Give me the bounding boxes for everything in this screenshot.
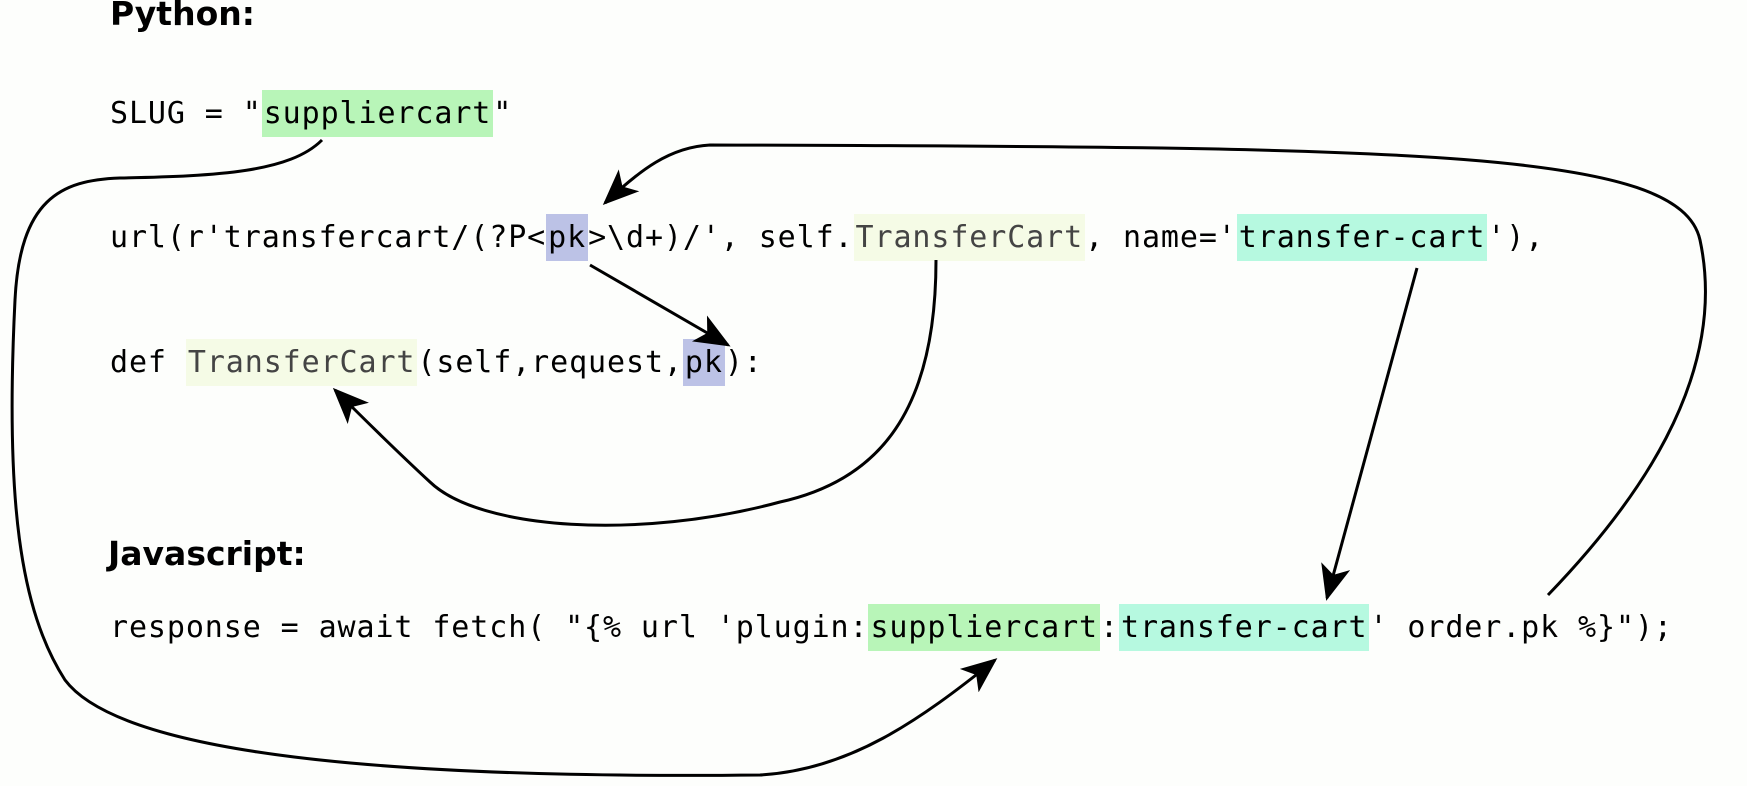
pk-highlight: pk bbox=[682, 339, 725, 386]
fetch-line: response = await fetch( "{% url 'plugin:… bbox=[110, 604, 1673, 651]
code-text: " bbox=[493, 96, 513, 131]
javascript-heading: Javascript: bbox=[108, 534, 306, 573]
slug-to-fetch-arrow bbox=[10, 138, 998, 777]
name-highlight: transfer-cart bbox=[1118, 604, 1370, 651]
code-text: response = await fetch( "{% url 'plugin: bbox=[110, 610, 869, 645]
code-text: ' order.pk %}"); bbox=[1369, 610, 1673, 645]
code-text: url(r'transfercart/(?P< bbox=[110, 220, 547, 255]
def-line: def TransferCart(self,request,pk): bbox=[110, 339, 763, 386]
view-highlight: TransferCart bbox=[185, 339, 418, 386]
slug-line: SLUG = "suppliercart" bbox=[110, 90, 513, 137]
pk-highlight: pk bbox=[546, 214, 589, 261]
slug-highlight: suppliercart bbox=[261, 90, 494, 137]
view-highlight: TransferCart bbox=[853, 214, 1086, 261]
code-text: ): bbox=[724, 345, 763, 380]
code-text: (self,request, bbox=[417, 345, 683, 380]
code-text: >\d+)/', self. bbox=[588, 220, 854, 255]
python-heading: Python: bbox=[110, 0, 255, 33]
code-text: : bbox=[1100, 610, 1119, 645]
code-text: def bbox=[110, 345, 186, 380]
code-text: , name=' bbox=[1085, 220, 1237, 255]
name-to-fetch-arrow bbox=[1321, 267, 1419, 601]
code-text: '), bbox=[1487, 220, 1545, 255]
name-highlight: transfer-cart bbox=[1236, 214, 1488, 261]
code-text: SLUG = " bbox=[110, 96, 262, 131]
pk-to-def-arrow bbox=[589, 263, 731, 347]
slug-highlight: suppliercart bbox=[868, 604, 1101, 651]
fetch-to-pk-arrow bbox=[602, 143, 1707, 597]
view-to-def-arrow bbox=[332, 259, 938, 527]
url-line: url(r'transfercart/(?P<pk>\d+)/', self.T… bbox=[110, 214, 1545, 261]
